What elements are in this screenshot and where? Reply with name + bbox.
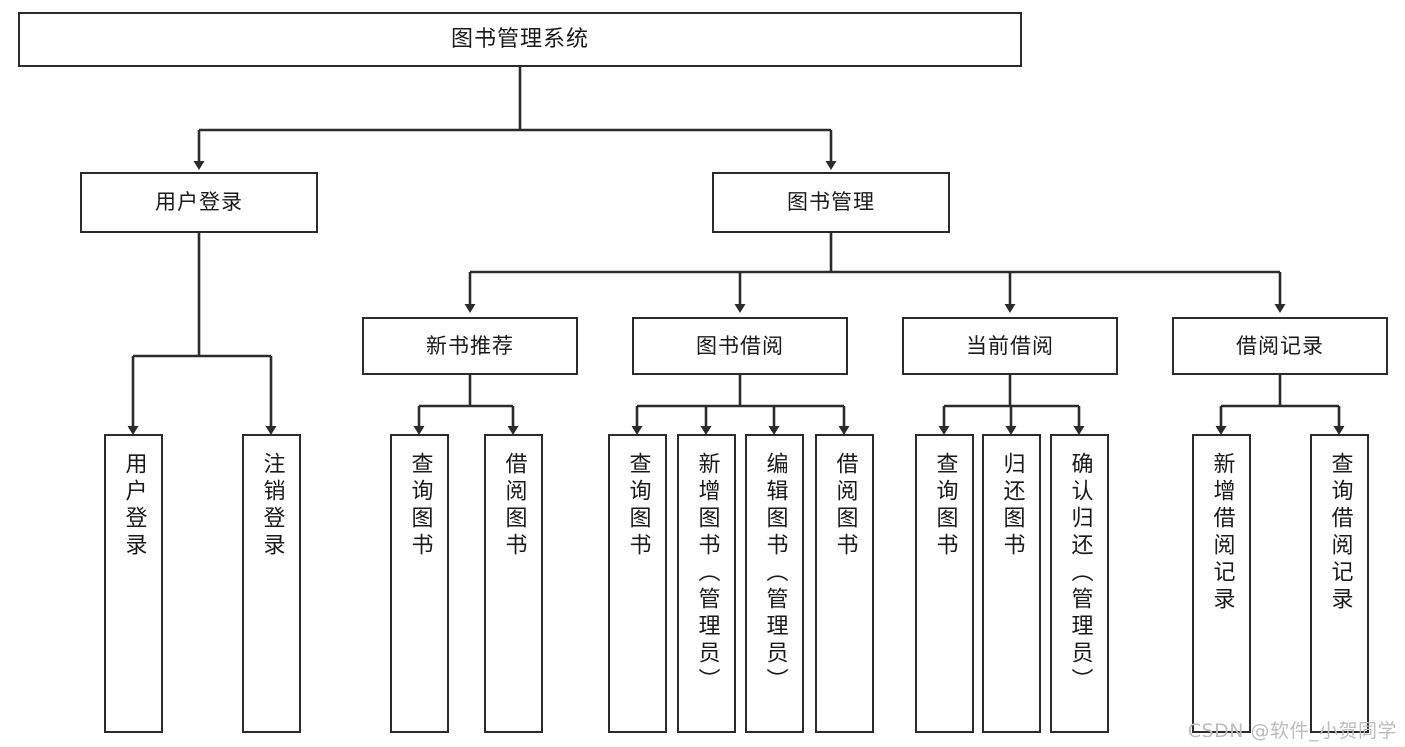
leaf-new-book-query[interactable]: 查询图书 [390,434,449,733]
leaf-new-book-borrow[interactable]: 借阅图书 [484,434,543,733]
leaf-current-query-book[interactable]: 查询图书 [915,434,974,733]
leaf-user-login-logout[interactable]: 注销登录 [242,434,301,733]
leaf-borrow-borrow-book[interactable]: 借阅图书 [815,434,874,733]
leaf-user-login-login[interactable]: 用户登录 [104,434,163,733]
node-label: 图书管理系统 [450,26,589,52]
node-label: 注销登录 [259,452,285,560]
node-label: 新书推荐 [426,333,514,358]
node-label: 确认归还（管理员） [1067,452,1093,695]
node-user-login[interactable]: 用户登录 [80,172,318,233]
leaf-borrow-add-book-admin[interactable]: 新增图书（管理员） [677,434,736,733]
node-current-borrow[interactable]: 当前借阅 [902,317,1118,375]
node-label: 编辑图书（管理员） [762,452,788,695]
node-label: 借阅记录 [1236,333,1324,358]
node-label: 借阅图书 [832,452,858,560]
node-label: 查询图书 [407,452,433,560]
node-label: 查询借阅记录 [1327,452,1353,614]
watermark-text: CSDN @软件_小贺同学 [1187,720,1397,742]
node-root-system[interactable]: 图书管理系统 [18,12,1022,67]
node-label: 新增图书（管理员） [694,452,720,695]
node-label: 借阅图书 [501,452,527,560]
node-label: 当前借阅 [966,333,1054,358]
node-label: 图书管理 [787,190,875,215]
node-label: 用户登录 [155,190,243,215]
node-label: 用户登录 [121,452,147,560]
node-book-borrow[interactable]: 图书借阅 [632,317,848,375]
node-label: 图书借阅 [696,333,784,358]
node-borrow-records[interactable]: 借阅记录 [1172,317,1388,375]
node-new-book-recommend[interactable]: 新书推荐 [362,317,578,375]
node-label: 新增借阅记录 [1209,452,1235,614]
node-label: 查询图书 [625,452,651,560]
node-label: 查询图书 [932,452,958,560]
leaf-records-query-record[interactable]: 查询借阅记录 [1310,434,1369,733]
leaf-borrow-edit-book-admin[interactable]: 编辑图书（管理员） [745,434,804,733]
leaf-borrow-query-book[interactable]: 查询图书 [608,434,667,733]
leaf-current-return-book[interactable]: 归还图书 [982,434,1041,733]
leaf-records-add-record[interactable]: 新增借阅记录 [1192,434,1251,733]
node-book-management[interactable]: 图书管理 [712,172,950,233]
node-label: 归还图书 [999,452,1025,560]
leaf-current-confirm-return-admin[interactable]: 确认归还（管理员） [1050,434,1109,733]
